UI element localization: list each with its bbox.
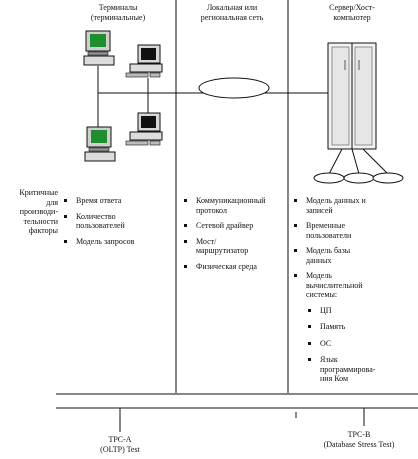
terminal-monitor-icon (83, 30, 115, 66)
server-cabinet (327, 42, 377, 150)
bullet-icon (184, 224, 187, 227)
network-factor-item: Сетевой драйвер (182, 221, 286, 231)
bullet-icon (294, 274, 297, 277)
terminal-factor-item: Время ответа (62, 196, 174, 206)
network-factor-item: Коммуникационный протокол (182, 196, 286, 215)
bullet-icon (308, 341, 311, 345)
server-factor-item: Временные пользователи (292, 221, 412, 240)
bullet-icon (294, 224, 297, 227)
network-ellipse (198, 77, 270, 99)
bullet-icon (64, 199, 67, 202)
bullet-icon (294, 249, 297, 252)
terminal-factor-item: Модель запросов (62, 237, 174, 247)
terminal-factor-item: Количество пользователей (62, 212, 174, 231)
network-title: Локальная или региональная сеть (200, 3, 264, 22)
tpc-b-label: TPC-B (Database Stress Test) (323, 430, 395, 449)
server-title: Сервер/Хост- компьютер (329, 3, 375, 22)
bullet-icon (64, 239, 67, 243)
server-factor-item: Модель данных и записей (292, 196, 412, 215)
bullet-icon (308, 308, 311, 312)
network-factor-item: Физическая среда (182, 262, 286, 272)
bullet-icon (308, 358, 311, 361)
network-factor-item: Мост/ маршрутизатор (182, 237, 286, 256)
tpc-a-label: TPC-A (OLTP) Test (100, 435, 140, 454)
bullet-icon (308, 325, 311, 328)
criteria-label: Критичные для производи- тельности факто… (19, 188, 58, 235)
server-factor-item: Модель базы данных (292, 246, 412, 265)
bullet-icon (64, 214, 67, 218)
bullet-icon (184, 239, 187, 243)
terminal-monitor-icon-2 (84, 126, 116, 162)
workstation-icon-bottom (125, 112, 163, 146)
workstation-icon-top (125, 44, 163, 78)
disk-packs (313, 172, 404, 184)
terminals-title: Терминалы (терминальные) (90, 3, 146, 22)
server-subfactor-item: ОС (306, 339, 412, 349)
server-subfactor-item: ЦП (306, 306, 412, 316)
bullet-icon (184, 264, 187, 268)
server-subfactor-item: Память (306, 322, 412, 332)
bullet-icon (294, 199, 297, 202)
bullet-icon (184, 199, 187, 202)
disk-connectors (328, 148, 389, 175)
server-subfactor-item: Язык программирова- ния Ком (306, 355, 412, 384)
